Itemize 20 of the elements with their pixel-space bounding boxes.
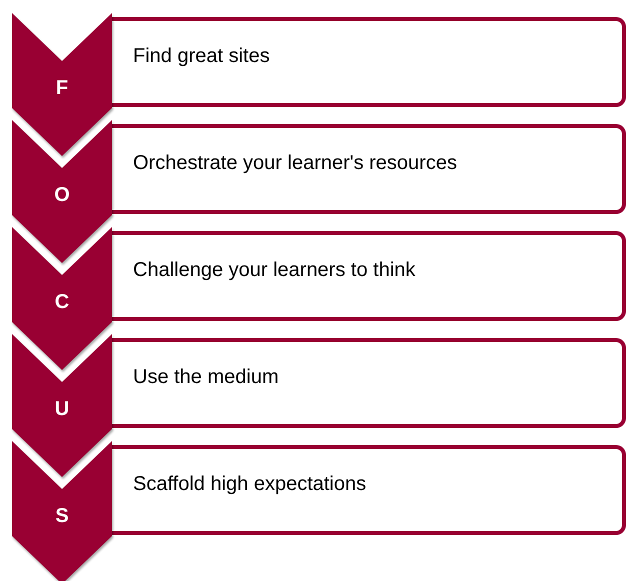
step-letter: U xyxy=(54,397,70,422)
step-letter: O xyxy=(53,183,71,208)
step-text: Use the medium xyxy=(133,365,279,390)
step-text: Orchestrate your learner's resources xyxy=(133,151,457,176)
step-letter: S xyxy=(54,504,70,529)
step-box xyxy=(112,231,626,321)
step-letter-tab xyxy=(12,120,112,263)
step-box xyxy=(112,338,626,428)
step-text: Challenge your learners to think xyxy=(133,258,416,283)
step-letter: F xyxy=(54,76,70,101)
step-letter: C xyxy=(54,290,70,315)
step-letter-tab xyxy=(12,13,112,156)
step-text: Find great sites xyxy=(133,44,270,69)
step-letter-tab xyxy=(12,227,112,370)
step-text: Scaffold high expectations xyxy=(133,472,366,497)
step-letter-tab xyxy=(12,441,112,581)
step-letter-tab xyxy=(12,334,112,477)
step-box xyxy=(112,124,626,214)
step-box xyxy=(112,445,626,535)
step-box xyxy=(112,17,626,107)
